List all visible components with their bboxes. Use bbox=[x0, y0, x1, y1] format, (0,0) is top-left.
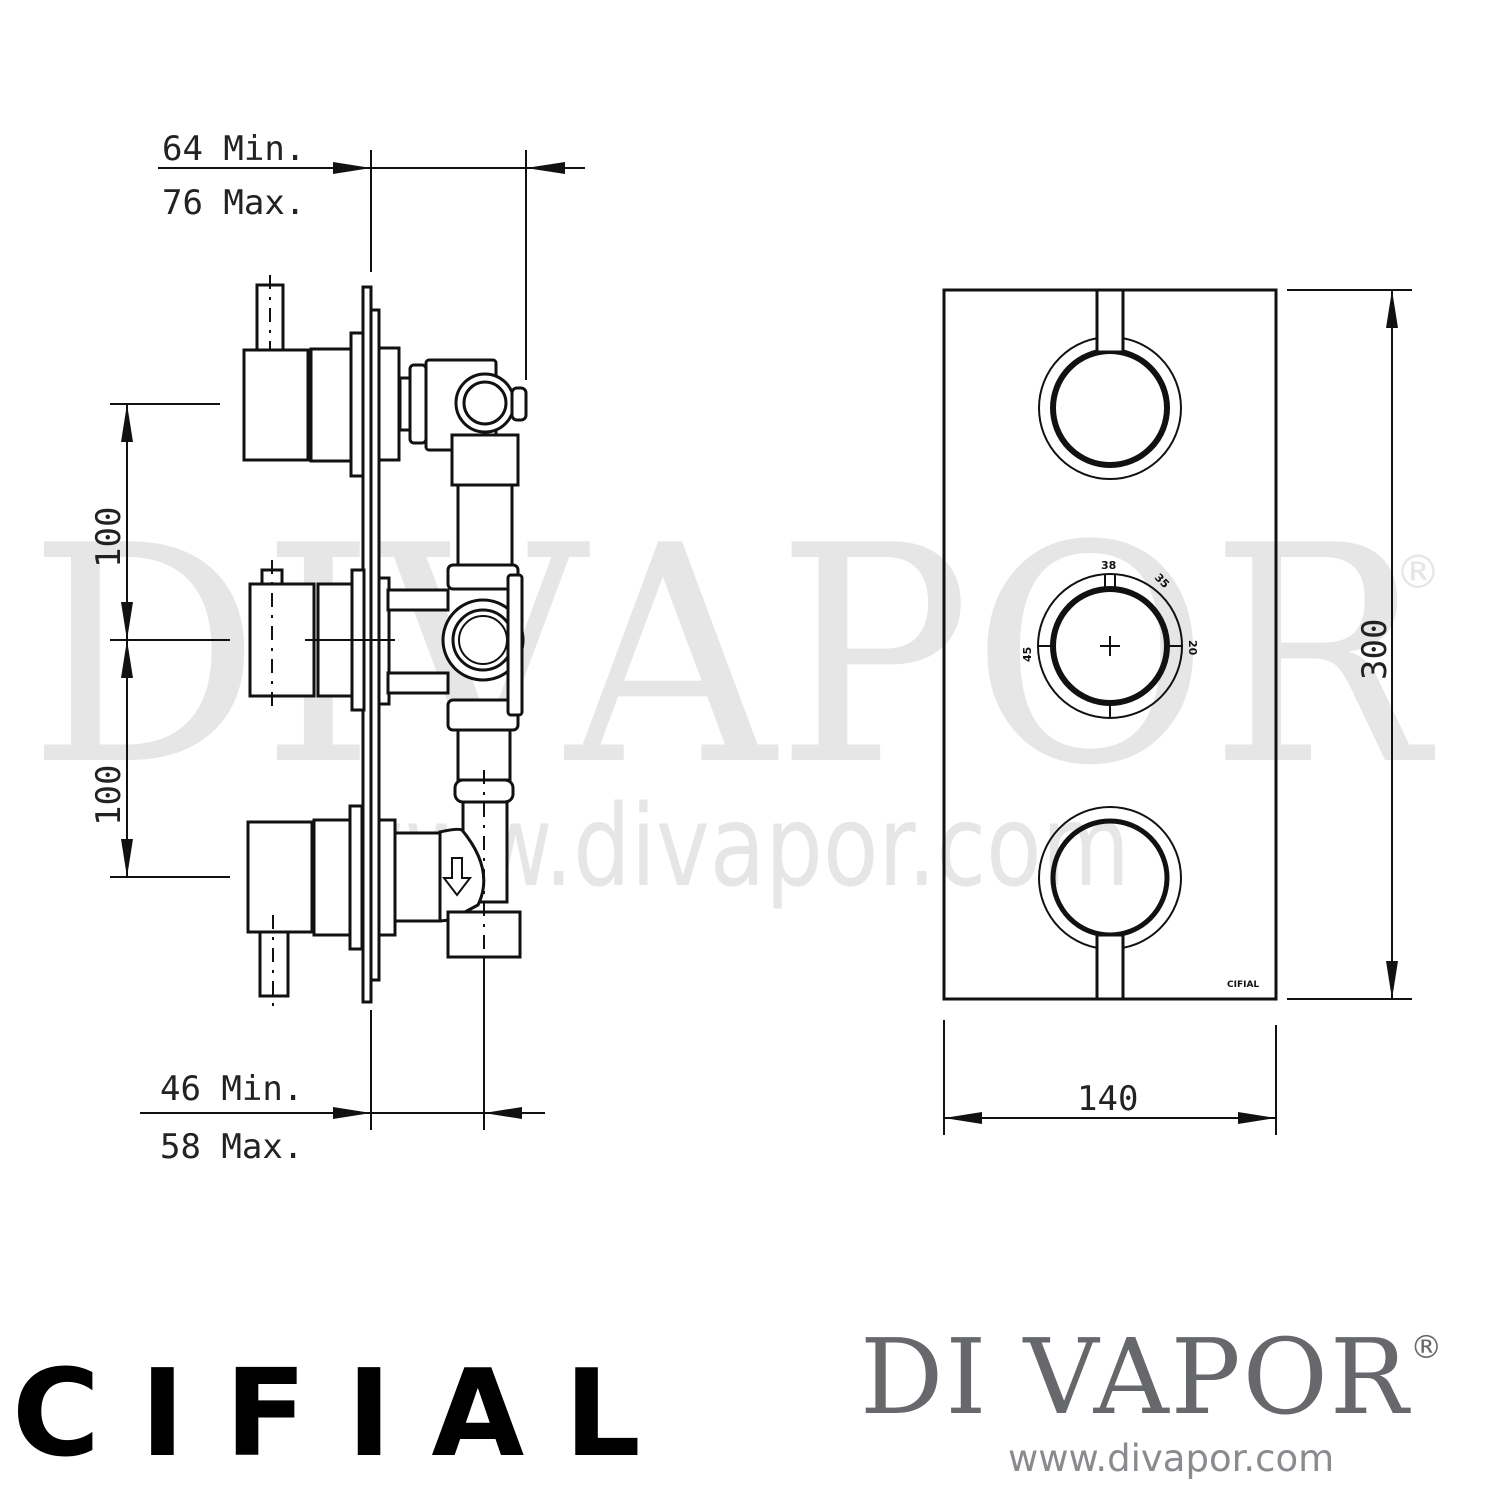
vertical-spacing-dimension: 100 100 bbox=[89, 403, 230, 878]
pipe-upper bbox=[456, 483, 514, 567]
bottom-min-label: 46 Min. bbox=[160, 1069, 303, 1109]
watermark-registered: ® bbox=[1395, 545, 1441, 599]
handle-knob bbox=[242, 348, 310, 462]
plate-brand-mark: CIFIAL bbox=[1227, 980, 1259, 990]
cifial-logo: CIFIAL bbox=[12, 1345, 681, 1484]
bottom-valve-assembly bbox=[246, 770, 522, 1010]
width-dimension: 140 bbox=[943, 1020, 1277, 1135]
front-view: 38 35 20 45 CIFIAL 300 140 bbox=[942, 288, 1412, 1135]
watermark-text: DIVAPOR bbox=[28, 482, 1436, 831]
front-bottom-handle bbox=[1038, 806, 1182, 1001]
height-dimension: 300 bbox=[1287, 289, 1412, 1000]
handle-knob bbox=[246, 820, 314, 934]
dial-mark-20: 20 bbox=[1186, 640, 1199, 656]
arrow-left-icon bbox=[484, 1107, 522, 1119]
top-max-label: 76 Max. bbox=[162, 183, 305, 223]
watermark: DIVAPOR ® www.divapor.com bbox=[28, 482, 1441, 912]
arrow-right-icon bbox=[333, 162, 371, 174]
arrow-up-icon bbox=[1386, 290, 1398, 328]
thermostat-knob bbox=[248, 582, 316, 698]
top-min-label: 64 Min. bbox=[162, 129, 305, 169]
height-label: 300 bbox=[1355, 619, 1395, 680]
front-top-handle bbox=[1038, 288, 1182, 480]
arrow-right-icon bbox=[1238, 1112, 1276, 1124]
arrow-right-icon bbox=[333, 1107, 371, 1119]
registered-mark: ® bbox=[1410, 1328, 1445, 1366]
top-valve-assembly bbox=[242, 275, 528, 567]
side-view: 64 Min. 76 Max. 46 Min. 58 Max. 100 100 bbox=[89, 129, 585, 1167]
spacing-upper-label: 100 bbox=[89, 507, 129, 568]
arrow-down-icon bbox=[441, 857, 473, 897]
handle-lever bbox=[1095, 933, 1125, 1001]
dial-mark-38: 38 bbox=[1101, 559, 1116, 572]
divapor-logo-text: DI VAPOR bbox=[860, 1316, 1411, 1438]
top-depth-dimension: 64 Min. 76 Max. bbox=[158, 129, 585, 380]
bottom-max-label: 58 Max. bbox=[160, 1127, 303, 1167]
bottom-depth-dimension: 46 Min. 58 Max. bbox=[140, 960, 545, 1167]
arrow-down-icon bbox=[1386, 961, 1398, 999]
width-label: 140 bbox=[1077, 1079, 1138, 1119]
divapor-logo: DI VAPOR® bbox=[860, 1325, 1444, 1429]
arrow-left-icon bbox=[526, 162, 565, 174]
outlet-fitting bbox=[446, 910, 522, 959]
handle-lever bbox=[1095, 288, 1125, 354]
dial-mark-45: 45 bbox=[1021, 647, 1034, 662]
divapor-url: www.divapor.com bbox=[1008, 1437, 1335, 1480]
arrow-left-icon bbox=[944, 1112, 982, 1124]
middle-valve-assembly bbox=[248, 560, 525, 804]
spacing-lower-label: 100 bbox=[89, 765, 129, 826]
